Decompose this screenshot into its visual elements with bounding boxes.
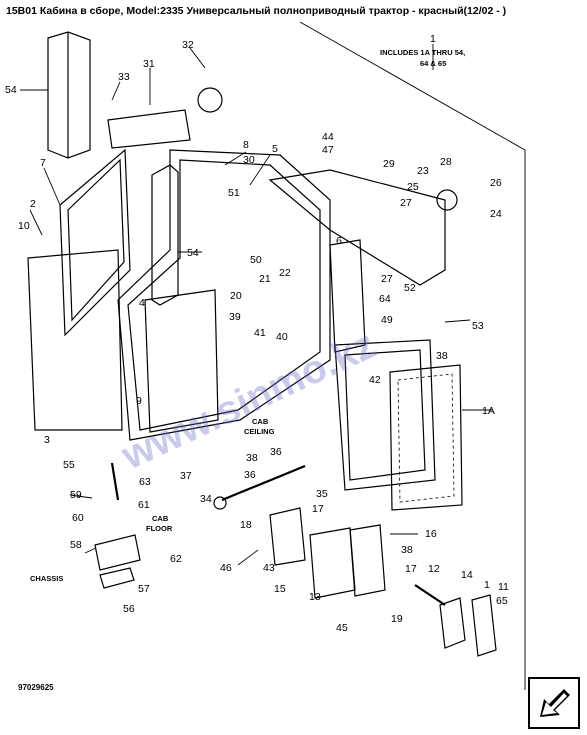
part-number: 50 [250, 254, 262, 266]
part-number: 19 [391, 613, 403, 625]
cab-floor-label: FLOOR [146, 524, 173, 533]
part-number: 33 [118, 71, 130, 83]
drawing-lines [20, 21, 526, 690]
part-number: 55 [63, 459, 75, 471]
part-number: 1 [484, 579, 490, 591]
part-number: 24 [490, 208, 502, 220]
part-number: 21 [259, 273, 271, 285]
part-number: 15 [274, 583, 286, 595]
part-number: 27 [400, 197, 412, 209]
part-number: 36 [270, 446, 282, 458]
part-number: 37 [180, 470, 192, 482]
part-number: 20 [230, 290, 242, 302]
part-number: 38 [246, 452, 258, 464]
part-number: 38 [401, 544, 413, 556]
part-number: 59 [70, 489, 82, 501]
part-number: 49 [381, 314, 393, 326]
part-number: 11 [498, 581, 509, 593]
cab-floor-label: CAB [152, 514, 169, 523]
part-number: 5 [272, 143, 278, 155]
part-number: 29 [383, 158, 395, 170]
part-number: 30 [243, 154, 255, 166]
part-number: 22 [279, 267, 291, 279]
part-number: 64 [379, 293, 391, 305]
part-number: 43 [263, 562, 275, 574]
part-number: 3 [44, 434, 50, 446]
part-number: 17 [312, 503, 324, 515]
callout-number: 1 [430, 33, 436, 45]
part-number: 31 [143, 58, 155, 70]
part-number: 14 [461, 569, 473, 581]
part-number: 38 [436, 350, 448, 362]
part-number: 51 [228, 187, 240, 199]
part-number: 7 [40, 157, 46, 169]
part-number: 61 [138, 499, 150, 511]
part-number: 18 [240, 519, 252, 531]
part-number: 28 [440, 156, 452, 168]
chassis-label: CHASSIS [30, 574, 63, 583]
part-number: 42 [369, 374, 381, 386]
part-number: 47 [322, 144, 334, 156]
document-number: 97029625 [18, 683, 54, 692]
part-number: 16 [425, 528, 437, 540]
part-number: 53 [472, 320, 484, 332]
callout-line-2: 64 & 65 [420, 59, 446, 68]
arrow-down-left-icon [540, 689, 570, 717]
part-number: 23 [417, 165, 429, 177]
part-number: 32 [182, 39, 194, 51]
part-number: 60 [72, 512, 84, 524]
part-number: 35 [316, 488, 328, 500]
part-number: 58 [70, 539, 82, 551]
part-number: 56 [123, 603, 135, 615]
part-number: 12 [428, 563, 440, 575]
part-number: 25 [407, 181, 419, 193]
part-number: 8 [243, 139, 249, 151]
part-number: 44 [322, 131, 334, 143]
part-number: 4 [139, 297, 145, 309]
part-number: 57 [138, 583, 150, 595]
part-number: 54 [187, 247, 199, 259]
part-number: 41 [254, 327, 266, 339]
part-number: 26 [490, 177, 502, 189]
cab-ceiling-label: CAB [252, 417, 269, 426]
part-number: 13 [309, 591, 321, 603]
part-number: 52 [404, 282, 416, 294]
part-number-callouts: 32 33 31 54 7 2 10 8 30 5 44 47 29 23 28… [5, 39, 509, 634]
part-number: 62 [170, 553, 182, 565]
part-number: 1A [482, 405, 495, 417]
part-number: 34 [200, 493, 212, 505]
page-title: 15B01 Кабина в сборе, Model:2335 Универс… [6, 5, 507, 17]
part-number: 17 [405, 563, 417, 575]
part-number: 40 [276, 331, 288, 343]
part-number: 45 [336, 622, 348, 634]
part-number: 39 [229, 311, 241, 323]
part-number: 2 [30, 198, 36, 210]
next-page-button[interactable] [528, 677, 580, 729]
callout-line-1: INCLUDES 1A THRU 54, [380, 48, 465, 57]
cab-ceiling-label: CEILING [244, 427, 275, 436]
part-number: 65 [496, 595, 508, 607]
part-number: 63 [139, 476, 151, 488]
part-number: 10 [18, 220, 30, 232]
part-number: 27 [381, 273, 393, 285]
part-number: 9 [136, 395, 142, 407]
part-number: 36 [244, 469, 256, 481]
part-number: 54 [5, 84, 17, 96]
part-number: 6 [336, 235, 342, 247]
part-number: 46 [220, 562, 232, 574]
